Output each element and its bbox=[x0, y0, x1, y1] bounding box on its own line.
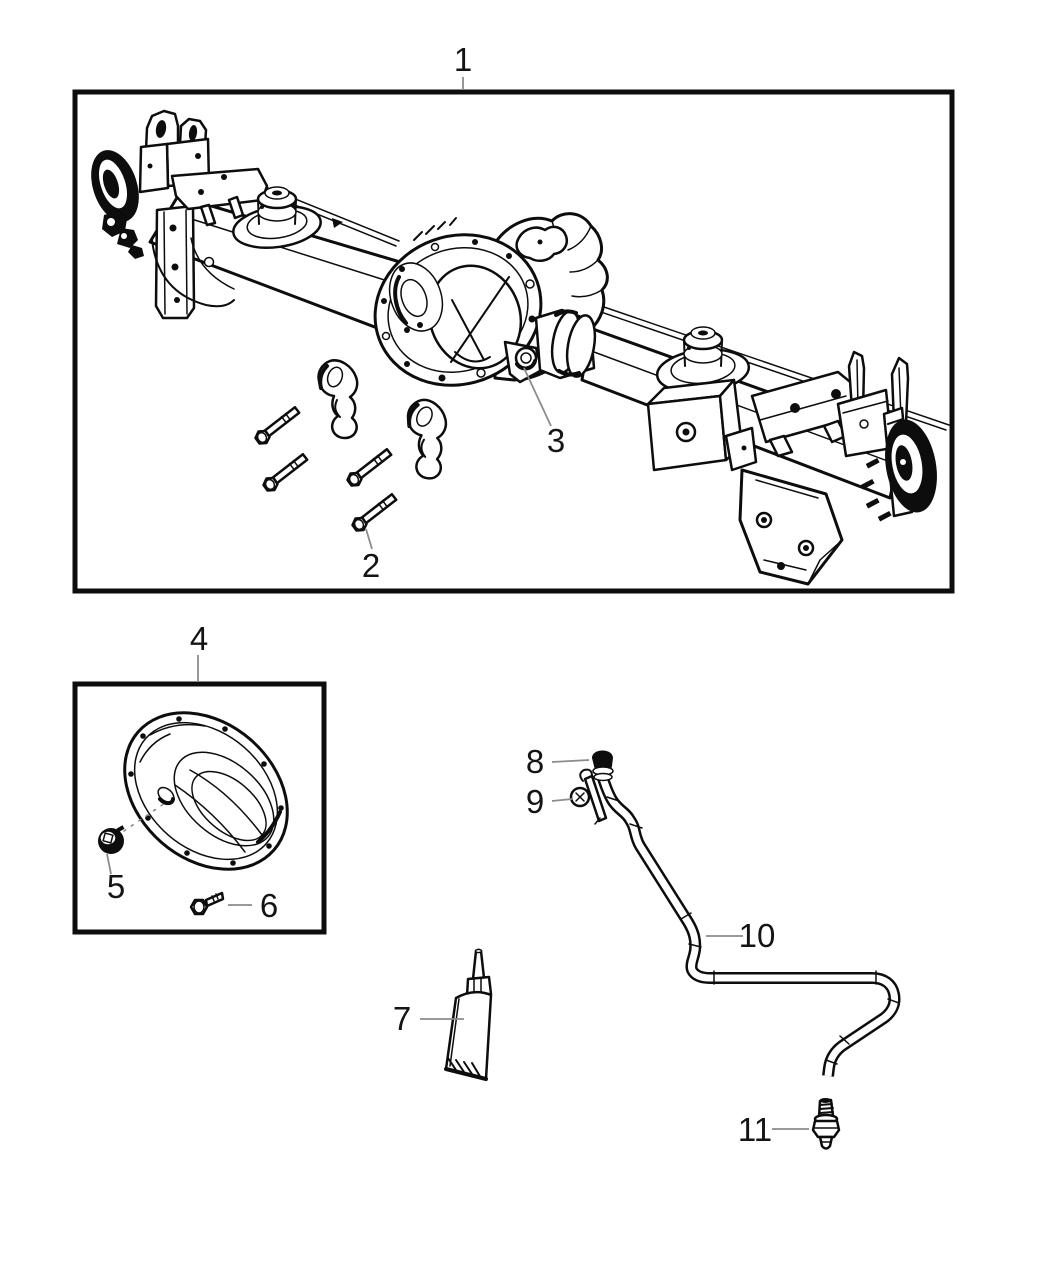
retainer-clamp bbox=[317, 359, 359, 440]
vent-valve bbox=[811, 1098, 841, 1150]
callout-3-label: 3 bbox=[547, 422, 565, 459]
wheel-studs bbox=[860, 457, 892, 522]
left-brake-flange bbox=[91, 150, 144, 259]
callout-2-label: 2 bbox=[362, 547, 380, 584]
callout-5-label: 5 bbox=[107, 868, 125, 905]
lower-control-arm-bracket bbox=[646, 378, 758, 472]
left-spring-seat bbox=[232, 186, 322, 249]
callout-7-label: 7 bbox=[393, 1000, 411, 1037]
callouts: 1 2 3 4 5 6 7 8 9 10 11 bbox=[106, 41, 809, 1148]
callout-9-label: 9 bbox=[526, 783, 544, 820]
differential-housing bbox=[373, 212, 609, 387]
callout-2-leader bbox=[365, 528, 373, 550]
cover-bolt bbox=[189, 891, 225, 916]
fill-plug bbox=[98, 825, 125, 854]
callout-8-leader bbox=[551, 759, 590, 763]
housing-bolts bbox=[254, 405, 398, 533]
callout-9-leader bbox=[551, 798, 573, 802]
callout-8-label: 8 bbox=[526, 743, 544, 780]
callout-10-label: 10 bbox=[739, 917, 776, 954]
retainer-clip bbox=[569, 768, 608, 825]
callout-5-dashed-leader bbox=[123, 800, 169, 832]
callout-6-label: 6 bbox=[260, 887, 278, 924]
rod-clip bbox=[332, 218, 343, 228]
differential-cover bbox=[123, 711, 289, 871]
cover-box-frame bbox=[72, 681, 327, 935]
right-end-flange bbox=[836, 388, 937, 522]
sealant-tube bbox=[444, 948, 493, 1081]
callout-4-label: 4 bbox=[190, 620, 208, 657]
axle-housing-assembly bbox=[91, 109, 950, 586]
vent-hose bbox=[594, 767, 901, 1077]
bolt bbox=[254, 405, 301, 445]
shock-mount-bracket bbox=[738, 468, 844, 586]
vent-hose-cap bbox=[592, 750, 614, 782]
retainer-clamps bbox=[317, 359, 451, 482]
callout-5-leader bbox=[106, 853, 112, 875]
assembly-box-frame bbox=[72, 89, 955, 594]
callout-1-label: 1 bbox=[454, 41, 472, 78]
bump-stop-plate bbox=[170, 167, 269, 227]
callout-3-leader bbox=[523, 367, 552, 427]
callout-11-label: 11 bbox=[738, 1111, 772, 1148]
